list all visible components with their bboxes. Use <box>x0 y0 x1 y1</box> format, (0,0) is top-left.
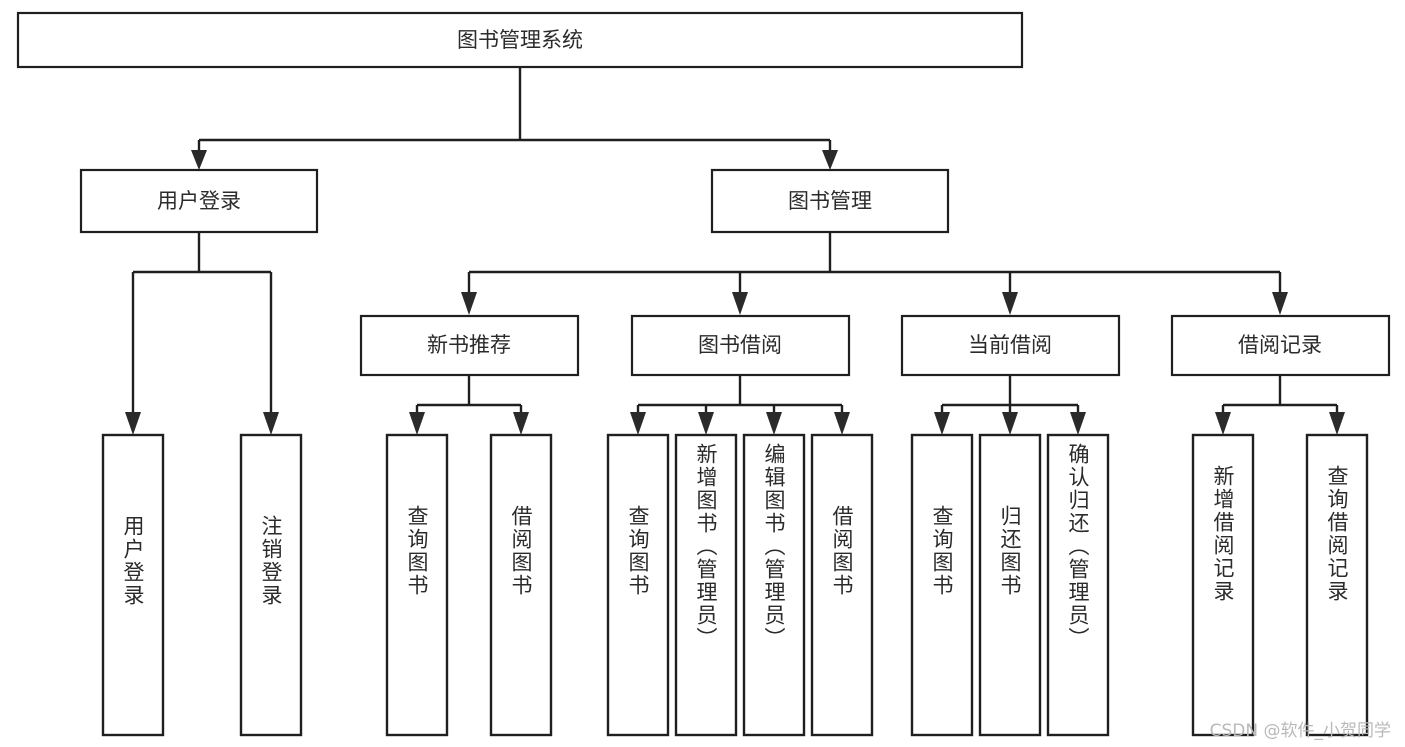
node-leaf-edit-book-box[interactable] <box>742 433 806 737</box>
node-book-borrow-label: 图书借阅 <box>698 333 782 357</box>
node-borrow-record-label: 借阅记录 <box>1238 333 1322 357</box>
node-new-book-rec-box[interactable] <box>359 314 580 377</box>
arrow-head-leaf-edit-book <box>766 412 782 435</box>
node-new-book-rec-label: 新书推荐 <box>427 333 511 357</box>
arrow-head-new-book-rec <box>461 292 477 315</box>
arrow-head-leaf-confirm-return <box>1070 412 1086 435</box>
arrow-head-book-manage <box>822 150 838 170</box>
node-root-label: 图书管理系统 <box>457 28 583 52</box>
node-borrow-record-box[interactable] <box>1170 314 1391 377</box>
arrow-head-leaf-borrow-book-2 <box>834 412 850 435</box>
node-book-manage-box[interactable] <box>710 168 950 234</box>
node-current-borrow-box[interactable] <box>900 314 1121 377</box>
node-book-manage-label: 图书管理 <box>788 189 872 213</box>
node-book-borrow[interactable]: 图书借阅 <box>630 314 851 377</box>
node-leaf-logout-login-box[interactable] <box>239 433 303 737</box>
connector-layer <box>125 67 1345 435</box>
node-root[interactable]: 图书管理系统 <box>16 11 1024 69</box>
node-leaf-query-book-3-box[interactable] <box>910 433 974 737</box>
arrow-head-current-borrow <box>1002 292 1018 315</box>
node-leaf-add-record-box[interactable] <box>1191 433 1255 737</box>
arrow-head-leaf-add-book <box>698 412 714 435</box>
arrow-head-book-borrow <box>732 292 748 315</box>
node-user-login-box[interactable] <box>79 168 319 234</box>
node-leaf-add-book-box[interactable] <box>674 433 738 737</box>
arrow-head-leaf-query-record <box>1329 412 1345 435</box>
node-user-login-label: 用户登录 <box>157 189 241 213</box>
arrow-head-leaf-query-book-3 <box>934 412 950 435</box>
node-leaf-query-record-box[interactable] <box>1305 433 1369 737</box>
node-current-borrow[interactable]: 当前借阅 <box>900 314 1121 377</box>
node-book-manage[interactable]: 图书管理 <box>710 168 950 234</box>
arrow-head-leaf-return-book <box>1002 412 1018 435</box>
node-current-borrow-label: 当前借阅 <box>968 333 1052 357</box>
arrow-head-leaf-user-login <box>125 412 141 435</box>
node-leaf-borrow-book-2-box[interactable] <box>810 433 874 737</box>
arrow-head-user-login <box>191 150 207 170</box>
node-user-login[interactable]: 用户登录 <box>79 168 319 234</box>
arrow-head-leaf-borrow-book-1 <box>513 412 529 435</box>
arrow-head-leaf-add-record <box>1215 412 1231 435</box>
node-leaf-return-book-box[interactable] <box>978 433 1042 737</box>
node-new-book-rec[interactable]: 新书推荐 <box>359 314 580 377</box>
node-borrow-record[interactable]: 借阅记录 <box>1170 314 1391 377</box>
arrow-head-borrow-record <box>1272 292 1288 315</box>
arrow-head-leaf-query-book-2 <box>630 412 646 435</box>
node-leaf-confirm-return-box[interactable] <box>1046 433 1110 737</box>
arrow-head-leaf-query-book-1 <box>409 412 425 435</box>
node-leaf-query-book-2-box[interactable] <box>606 433 670 737</box>
node-root-box[interactable] <box>16 11 1024 69</box>
arrow-head-leaf-logout-login <box>263 412 279 435</box>
node-leaf-borrow-book-1-box[interactable] <box>489 433 553 737</box>
node-leaf-user-login-box[interactable] <box>101 433 165 737</box>
node-leaf-query-book-1-box[interactable] <box>385 433 449 737</box>
node-book-borrow-box[interactable] <box>630 314 851 377</box>
